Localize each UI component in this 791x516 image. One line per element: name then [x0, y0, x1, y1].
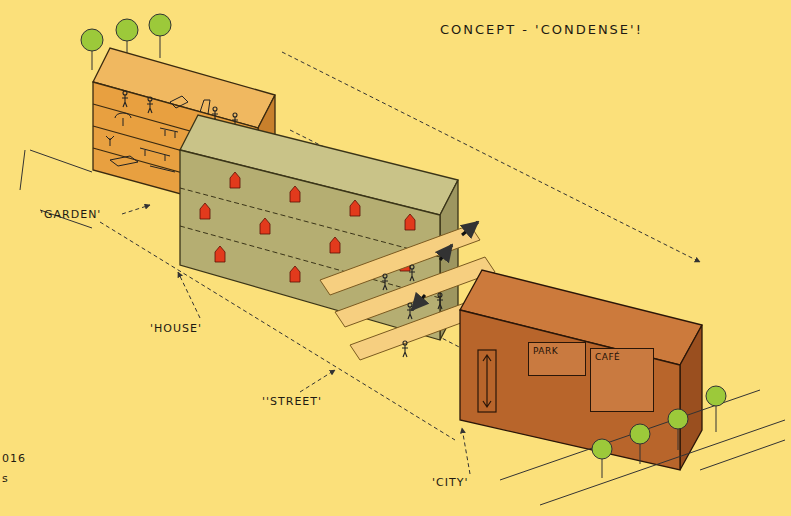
layer-label: ''STREET': [262, 395, 322, 408]
park-window: PARK: [528, 342, 586, 376]
cafe-window: CAFÉ: [590, 348, 654, 412]
window-label: PARK: [529, 343, 585, 359]
credit-fragment: s: [2, 472, 9, 485]
window-label: CAFÉ: [591, 349, 653, 365]
date-fragment: 016: [2, 452, 26, 465]
layer-label: 'CITY': [432, 476, 468, 489]
layer-label: 'GARDEN': [40, 208, 101, 221]
layer-label: 'HOUSE': [150, 322, 202, 335]
concept-title: CONCEPT - 'CONDENSE'!: [440, 22, 643, 37]
